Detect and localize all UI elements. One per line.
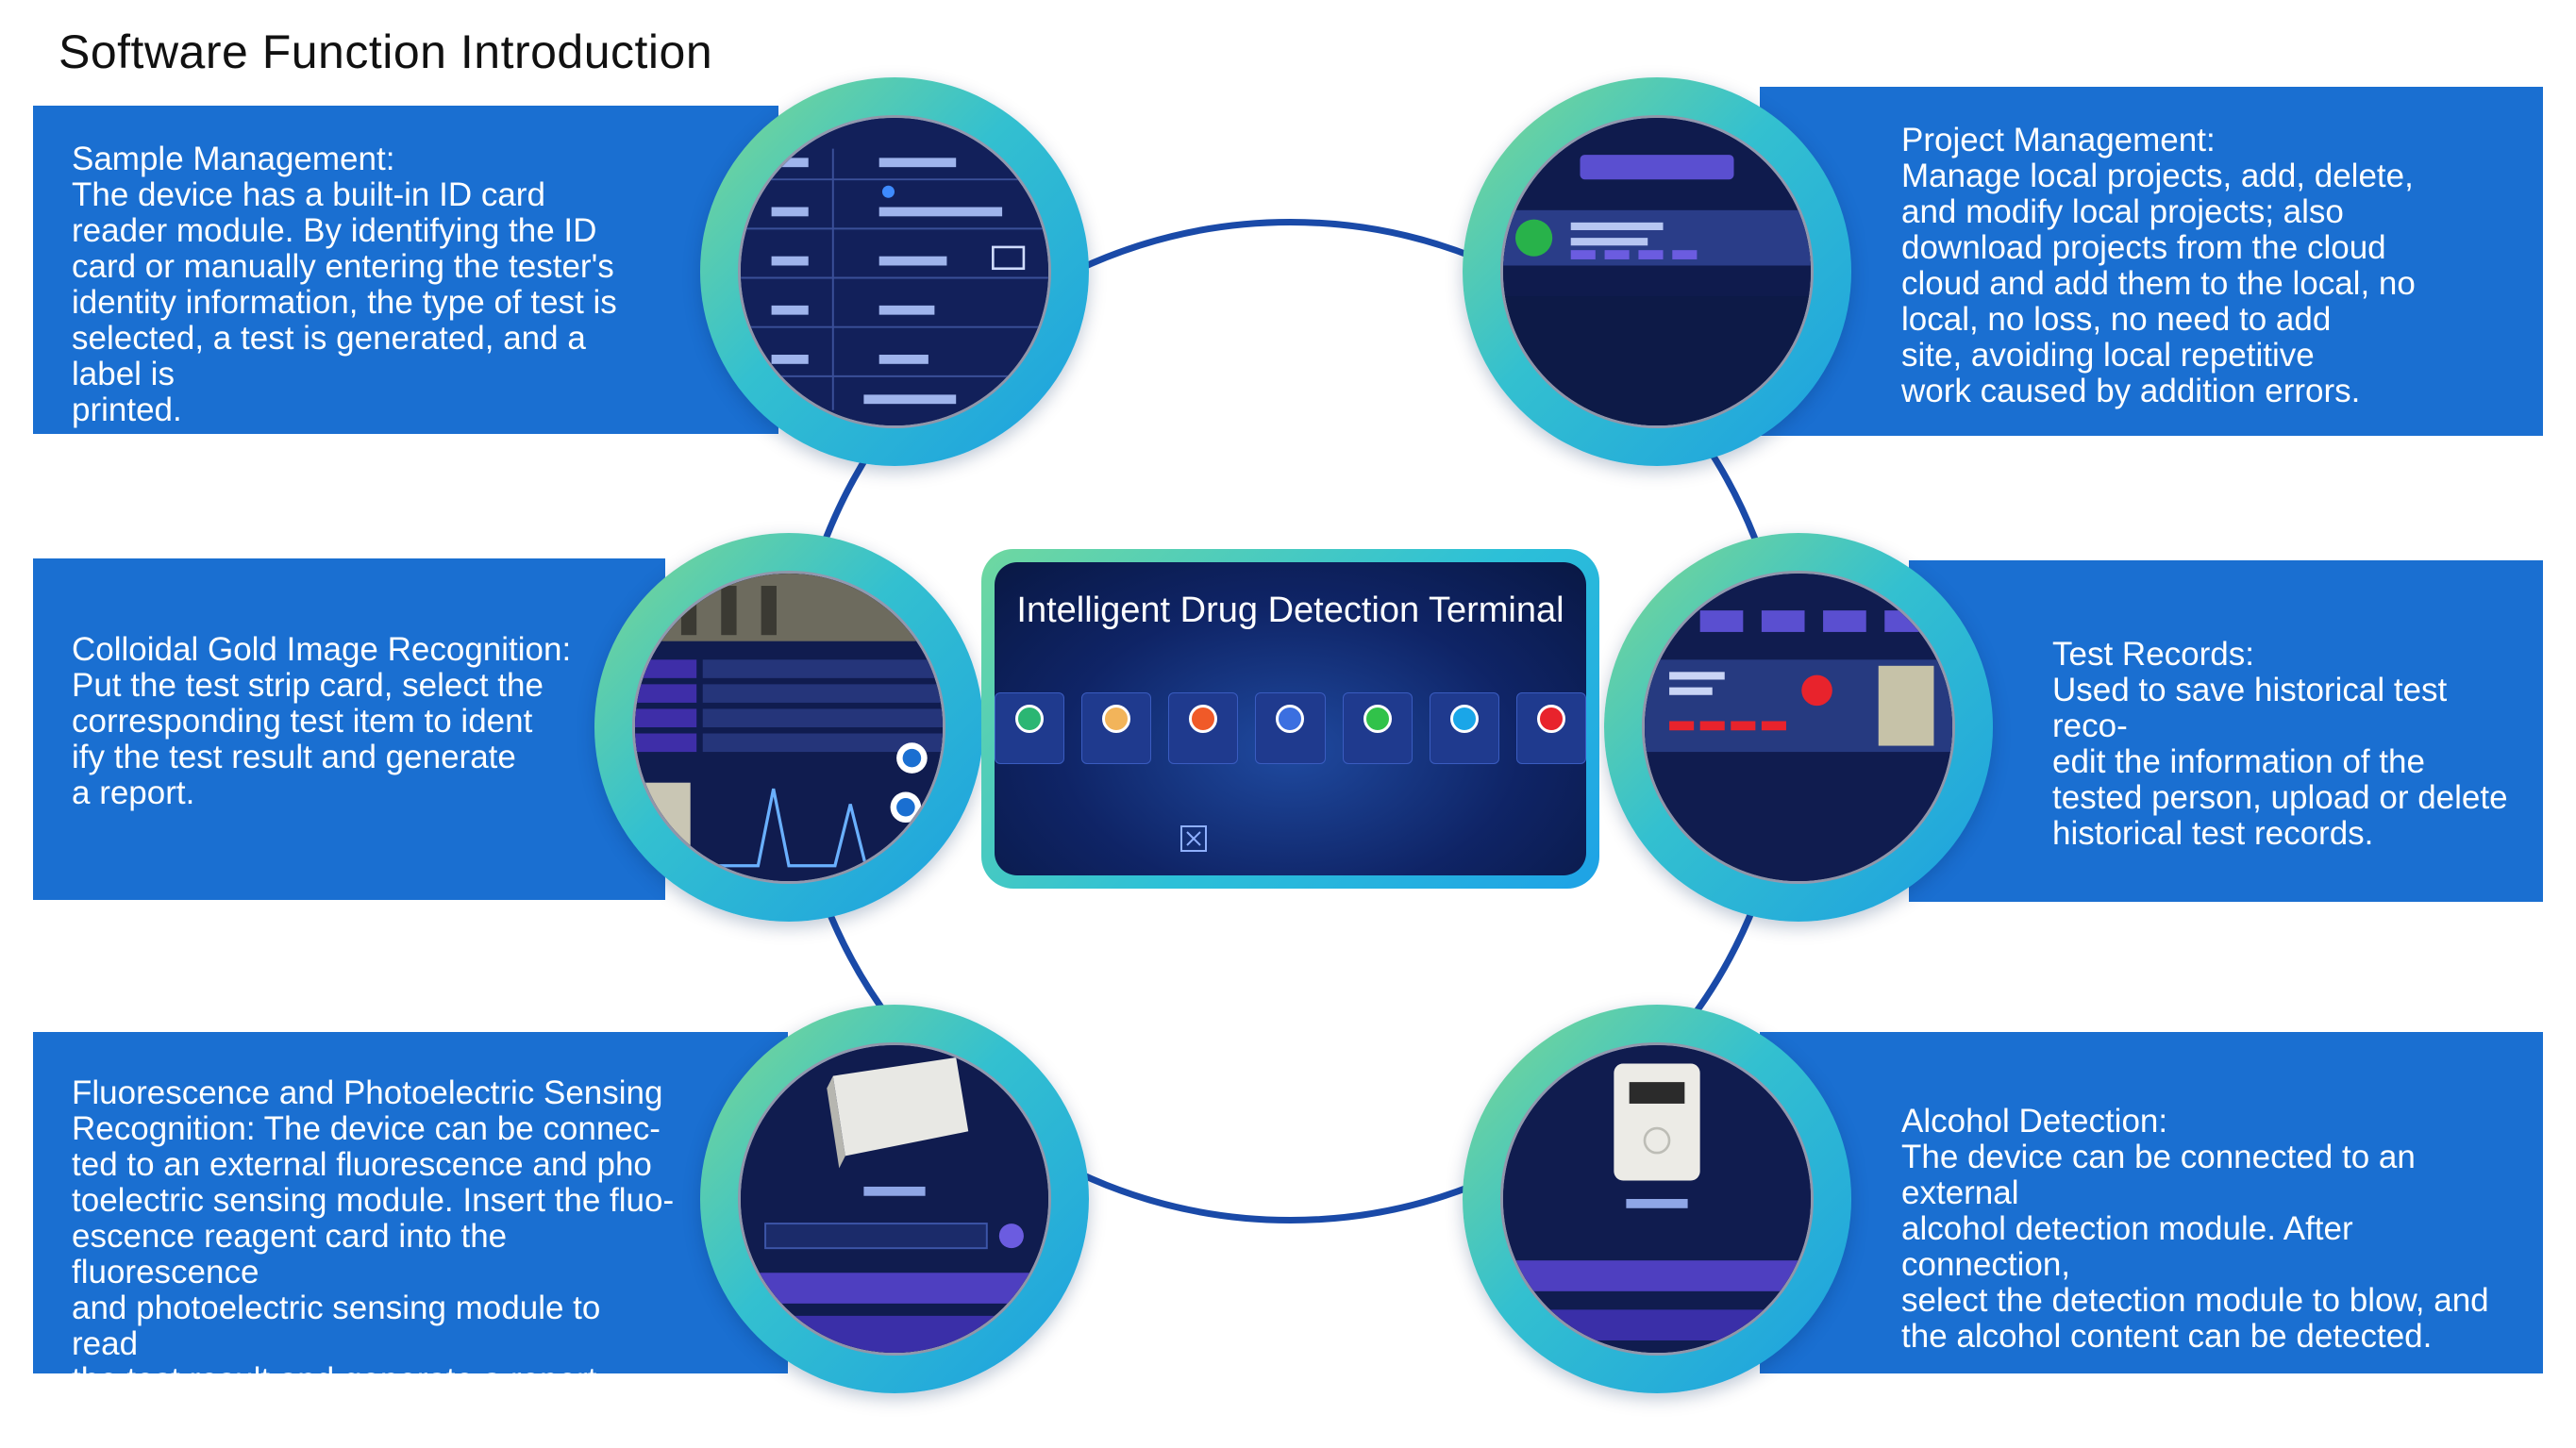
text-line: download projects from the cloud bbox=[1901, 229, 2386, 266]
heading-project-management: Project Management: bbox=[1901, 122, 2216, 158]
text-line: local, no loss, no need to add bbox=[1901, 301, 2332, 338]
terminal-title: Intelligent Drug Detection Terminal bbox=[1016, 591, 1564, 630]
text-line: select the detection module to blow, and bbox=[1901, 1282, 2489, 1319]
text-line: reader module. By identifying the ID bbox=[72, 212, 597, 249]
text-line: toelectric sensing module. Insert the fl… bbox=[72, 1182, 675, 1219]
band-sample-management bbox=[33, 106, 778, 434]
orb-fluorescence bbox=[700, 1005, 1089, 1393]
band-project-management bbox=[1760, 87, 2543, 436]
text-line: tested person, upload or delete bbox=[2052, 779, 2508, 816]
text-line: ted to an external fluorescence and pho bbox=[72, 1146, 652, 1183]
screenshot-project-management bbox=[1500, 115, 1814, 428]
text-test-records: Test Records: Used to save historical te… bbox=[2052, 637, 2524, 852]
app-icon-2[interactable] bbox=[1081, 692, 1152, 764]
text-project-management: Project Management: Manage local project… bbox=[1901, 123, 2505, 409]
app-icon-6[interactable] bbox=[1429, 692, 1499, 764]
orb-project-management bbox=[1463, 77, 1851, 466]
text-line: corresponding test item to ident bbox=[72, 703, 533, 740]
text-line: and modify local projects; also bbox=[1901, 193, 2344, 230]
text-alcohol-detection: Alcohol Detection: The device can be con… bbox=[1901, 1104, 2515, 1355]
screenshot-test-records bbox=[1642, 571, 1955, 884]
band-alcohol-detection bbox=[1760, 1032, 2543, 1373]
text-line: historical test records. bbox=[2052, 815, 2374, 852]
app-icon-3[interactable] bbox=[1168, 692, 1239, 764]
heading-test-records: Test Records: bbox=[2052, 636, 2254, 673]
screenshot-fluorescence bbox=[738, 1042, 1051, 1356]
band-fluorescence bbox=[33, 1032, 788, 1373]
terminal-app-icons bbox=[995, 692, 1586, 764]
band-colloidal-gold bbox=[33, 558, 665, 900]
text-line: Used to save historical test reco- bbox=[2052, 672, 2448, 744]
text-line: Recognition: The device can be connec- bbox=[72, 1110, 661, 1147]
text-line: work caused by addition errors. bbox=[1901, 373, 2361, 409]
text-sample-management: Sample Management: The device has a buil… bbox=[72, 141, 657, 428]
app-icon-1[interactable] bbox=[995, 692, 1065, 764]
app-icon-5[interactable] bbox=[1342, 692, 1413, 764]
text-line: Manage local projects, add, delete, bbox=[1901, 158, 2414, 194]
orb-sample-management bbox=[700, 77, 1089, 466]
heading-alcohol-detection: Alcohol Detection: bbox=[1901, 1103, 2168, 1140]
heading-sample-management: Sample Management: bbox=[72, 141, 395, 177]
terminal-footer-logo-icon bbox=[1180, 825, 1207, 852]
terminal-frame: Intelligent Drug Detection Terminal bbox=[981, 549, 1599, 889]
text-line: edit the information of the bbox=[2052, 743, 2425, 780]
text-colloidal-gold: Colloidal Gold Image Recognition: Put th… bbox=[72, 632, 600, 811]
screenshot-alcohol-detection bbox=[1500, 1042, 1814, 1356]
app-icon-3-glyph bbox=[1189, 705, 1218, 733]
app-icon-4[interactable] bbox=[1255, 692, 1326, 764]
app-icon-2-glyph bbox=[1102, 705, 1131, 733]
text-line: ify the test result and generate bbox=[72, 739, 516, 775]
text-fluorescence: Fluorescence and Photoelectric Sensing R… bbox=[72, 1075, 676, 1398]
text-line: the alcohol content can be detected. bbox=[1901, 1318, 2433, 1355]
text-line: identity information, the type of test i… bbox=[72, 284, 617, 321]
text-line: selected, a test is generated, and a lab… bbox=[72, 320, 586, 392]
app-icon-5-glyph bbox=[1363, 705, 1392, 733]
app-icon-4-glyph bbox=[1276, 705, 1305, 733]
orb-colloidal-gold bbox=[594, 533, 983, 922]
text-line: printed. bbox=[72, 391, 182, 428]
text-line: a report. bbox=[72, 774, 195, 811]
heading-fluorescence: Fluorescence and Photoelectric Sensing bbox=[72, 1074, 663, 1111]
text-line: Put the test strip card, select the bbox=[72, 667, 544, 704]
text-line: escence reagent card into the fluorescen… bbox=[72, 1218, 508, 1290]
terminal-screen: Intelligent Drug Detection Terminal bbox=[995, 562, 1586, 875]
text-line: the test result and generate a report. bbox=[72, 1361, 607, 1398]
text-line: card or manually entering the tester's bbox=[72, 248, 614, 285]
text-line: and photoelectric sensing module to read bbox=[72, 1290, 601, 1362]
text-line: site, avoiding local repetitive bbox=[1901, 337, 2315, 374]
orb-alcohol-detection bbox=[1463, 1005, 1851, 1393]
band-test-records bbox=[1909, 560, 2543, 902]
app-icon-1-glyph bbox=[1015, 705, 1045, 733]
text-line: The device can be connected to an extern… bbox=[1901, 1139, 2416, 1211]
screenshot-sample-management bbox=[738, 115, 1051, 428]
page-title: Software Function Introduction bbox=[59, 25, 713, 78]
app-icon-7-glyph bbox=[1536, 705, 1565, 733]
heading-colloidal-gold: Colloidal Gold Image Recognition: bbox=[72, 631, 572, 668]
screenshot-colloidal-gold bbox=[632, 571, 945, 884]
text-line: alcohol detection module. After connecti… bbox=[1901, 1210, 2353, 1283]
text-line: The device has a built-in ID card bbox=[72, 176, 545, 213]
app-icon-7[interactable] bbox=[1515, 692, 1586, 764]
orb-test-records bbox=[1604, 533, 1993, 922]
app-icon-6-glyph bbox=[1449, 705, 1479, 733]
text-line: cloud and add them to the local, no bbox=[1901, 265, 2416, 302]
